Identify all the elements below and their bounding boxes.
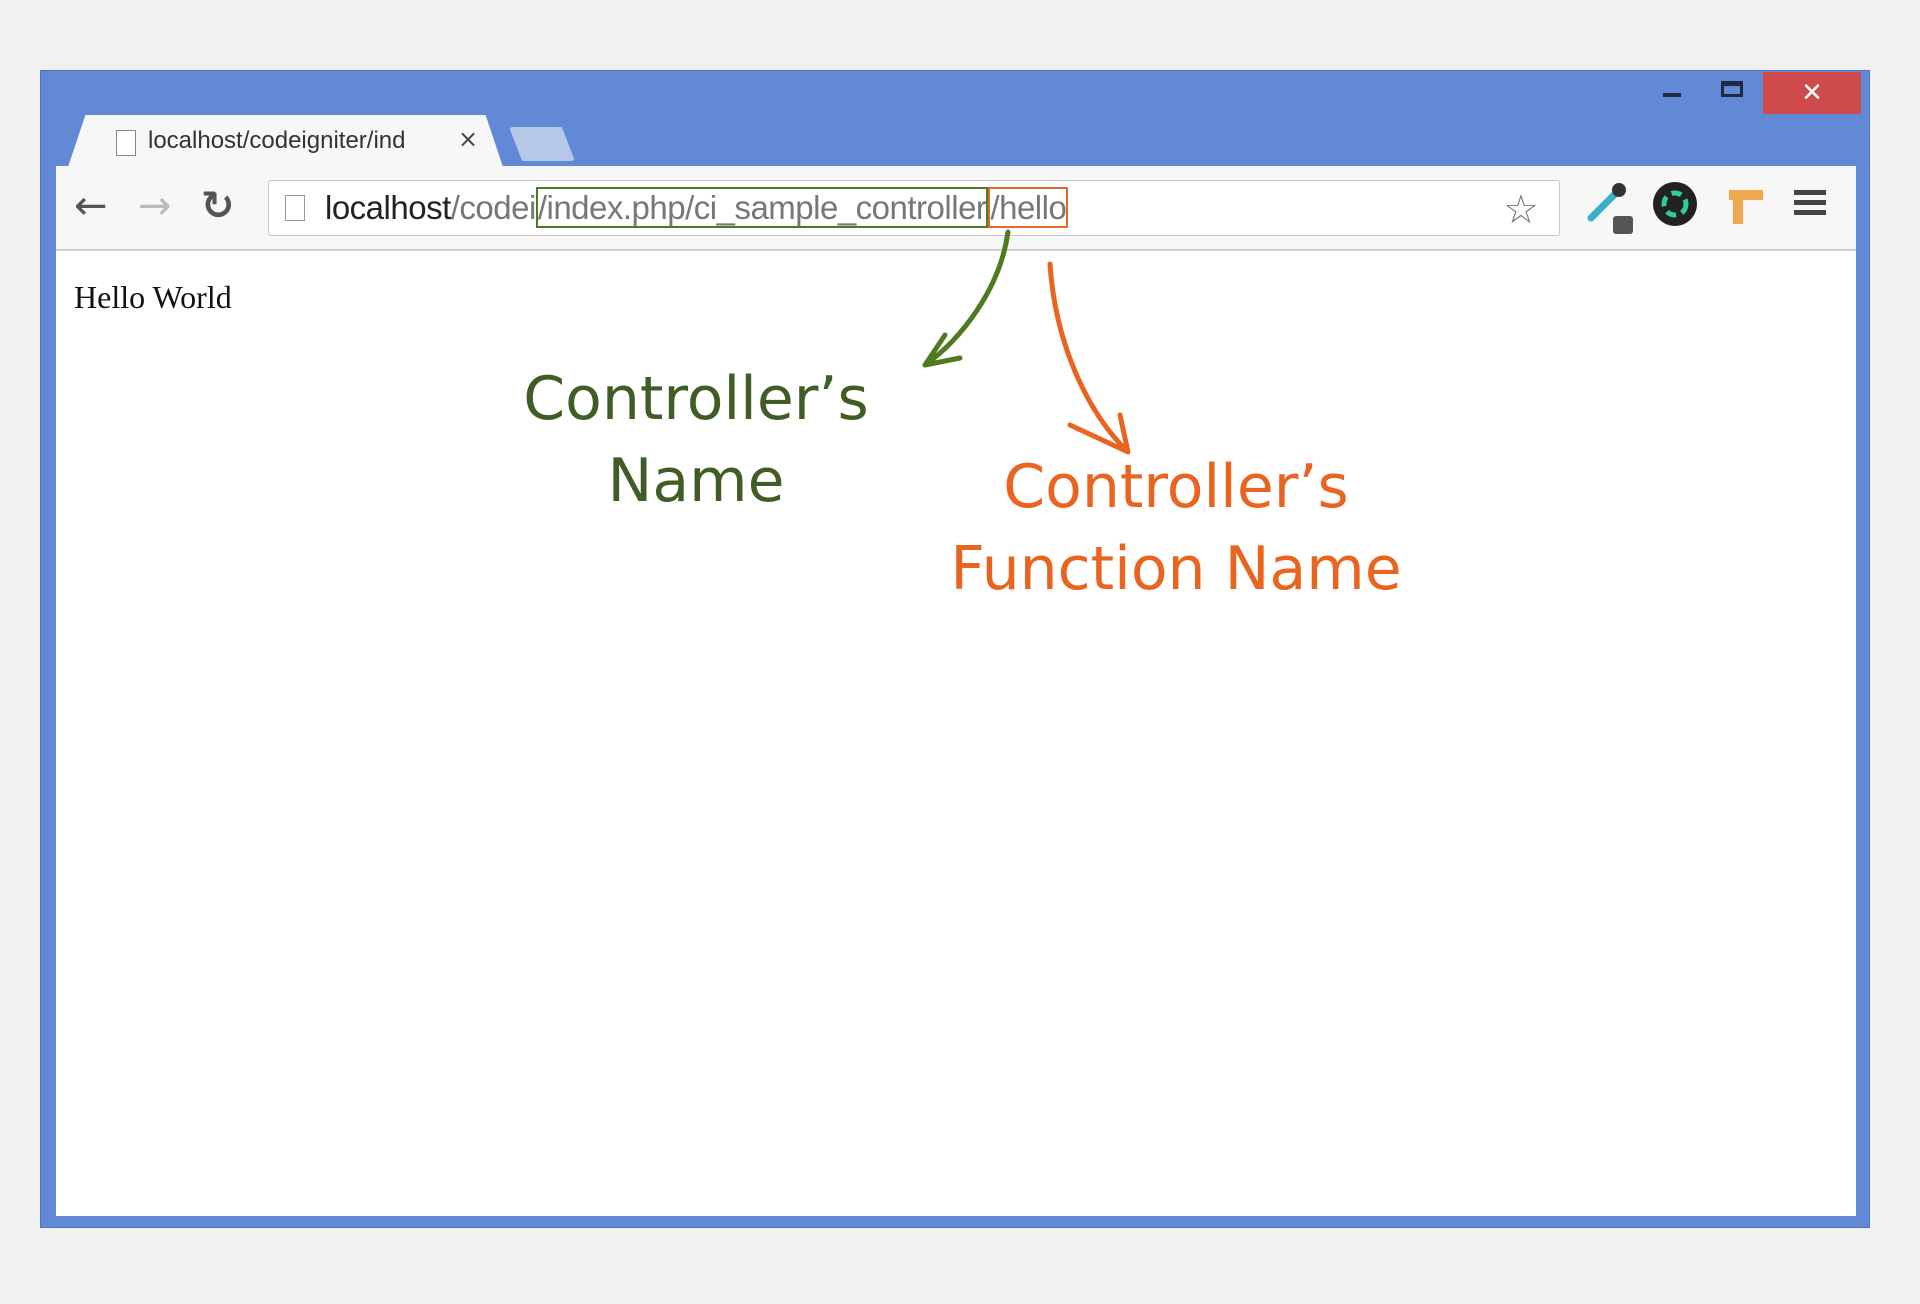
bookmark-star-icon[interactable]: ☆ xyxy=(1503,187,1539,233)
page-icon xyxy=(116,130,136,156)
maximize-icon[interactable] xyxy=(1721,81,1743,97)
tab-active[interactable]: localhost/codeigniter/ind × xyxy=(68,115,503,167)
url-text: localhost/codei/index.php/ci_sample_cont… xyxy=(325,187,1069,228)
url-host: localhost xyxy=(325,189,451,226)
color-wheel-extension-icon[interactable] xyxy=(1651,180,1701,230)
tab-close-icon[interactable]: × xyxy=(458,125,479,153)
eyedropper-extension-icon[interactable] xyxy=(1581,178,1641,238)
browser-window: ✕ localhost/codeigniter/ind × ← → ↻ loca… xyxy=(40,70,1870,1228)
close-icon: ✕ xyxy=(1801,78,1823,108)
url-prefix: /codei xyxy=(450,189,537,226)
address-bar[interactable]: localhost/codei/index.php/ci_sample_cont… xyxy=(268,180,1560,236)
minimize-icon[interactable] xyxy=(1663,93,1681,97)
tab-title: localhost/codeigniter/ind xyxy=(148,127,406,154)
reload-icon[interactable]: ↻ xyxy=(201,183,235,229)
annotation-line: Controller’s xyxy=(1003,452,1349,522)
close-window-button[interactable]: ✕ xyxy=(1763,72,1861,114)
ruler-extension-icon[interactable] xyxy=(1721,180,1771,230)
back-icon[interactable]: ← xyxy=(74,183,108,229)
toolbar: ← → ↻ localhost/codei/index.php/ci_sampl… xyxy=(56,166,1856,251)
menu-icon[interactable] xyxy=(1794,186,1830,222)
annotation-line: Name xyxy=(607,446,785,516)
new-tab-button[interactable] xyxy=(509,127,575,161)
page-icon xyxy=(285,195,305,221)
forward-icon[interactable]: → xyxy=(138,183,172,229)
annotation-line: Function Name xyxy=(950,534,1402,604)
url-controller-highlight: /index.php/ci_sample_controller xyxy=(535,187,989,228)
annotation-line: Controller’s xyxy=(523,364,869,434)
url-function-highlight: /hello xyxy=(988,187,1069,228)
page-text: Hello World xyxy=(74,279,232,315)
